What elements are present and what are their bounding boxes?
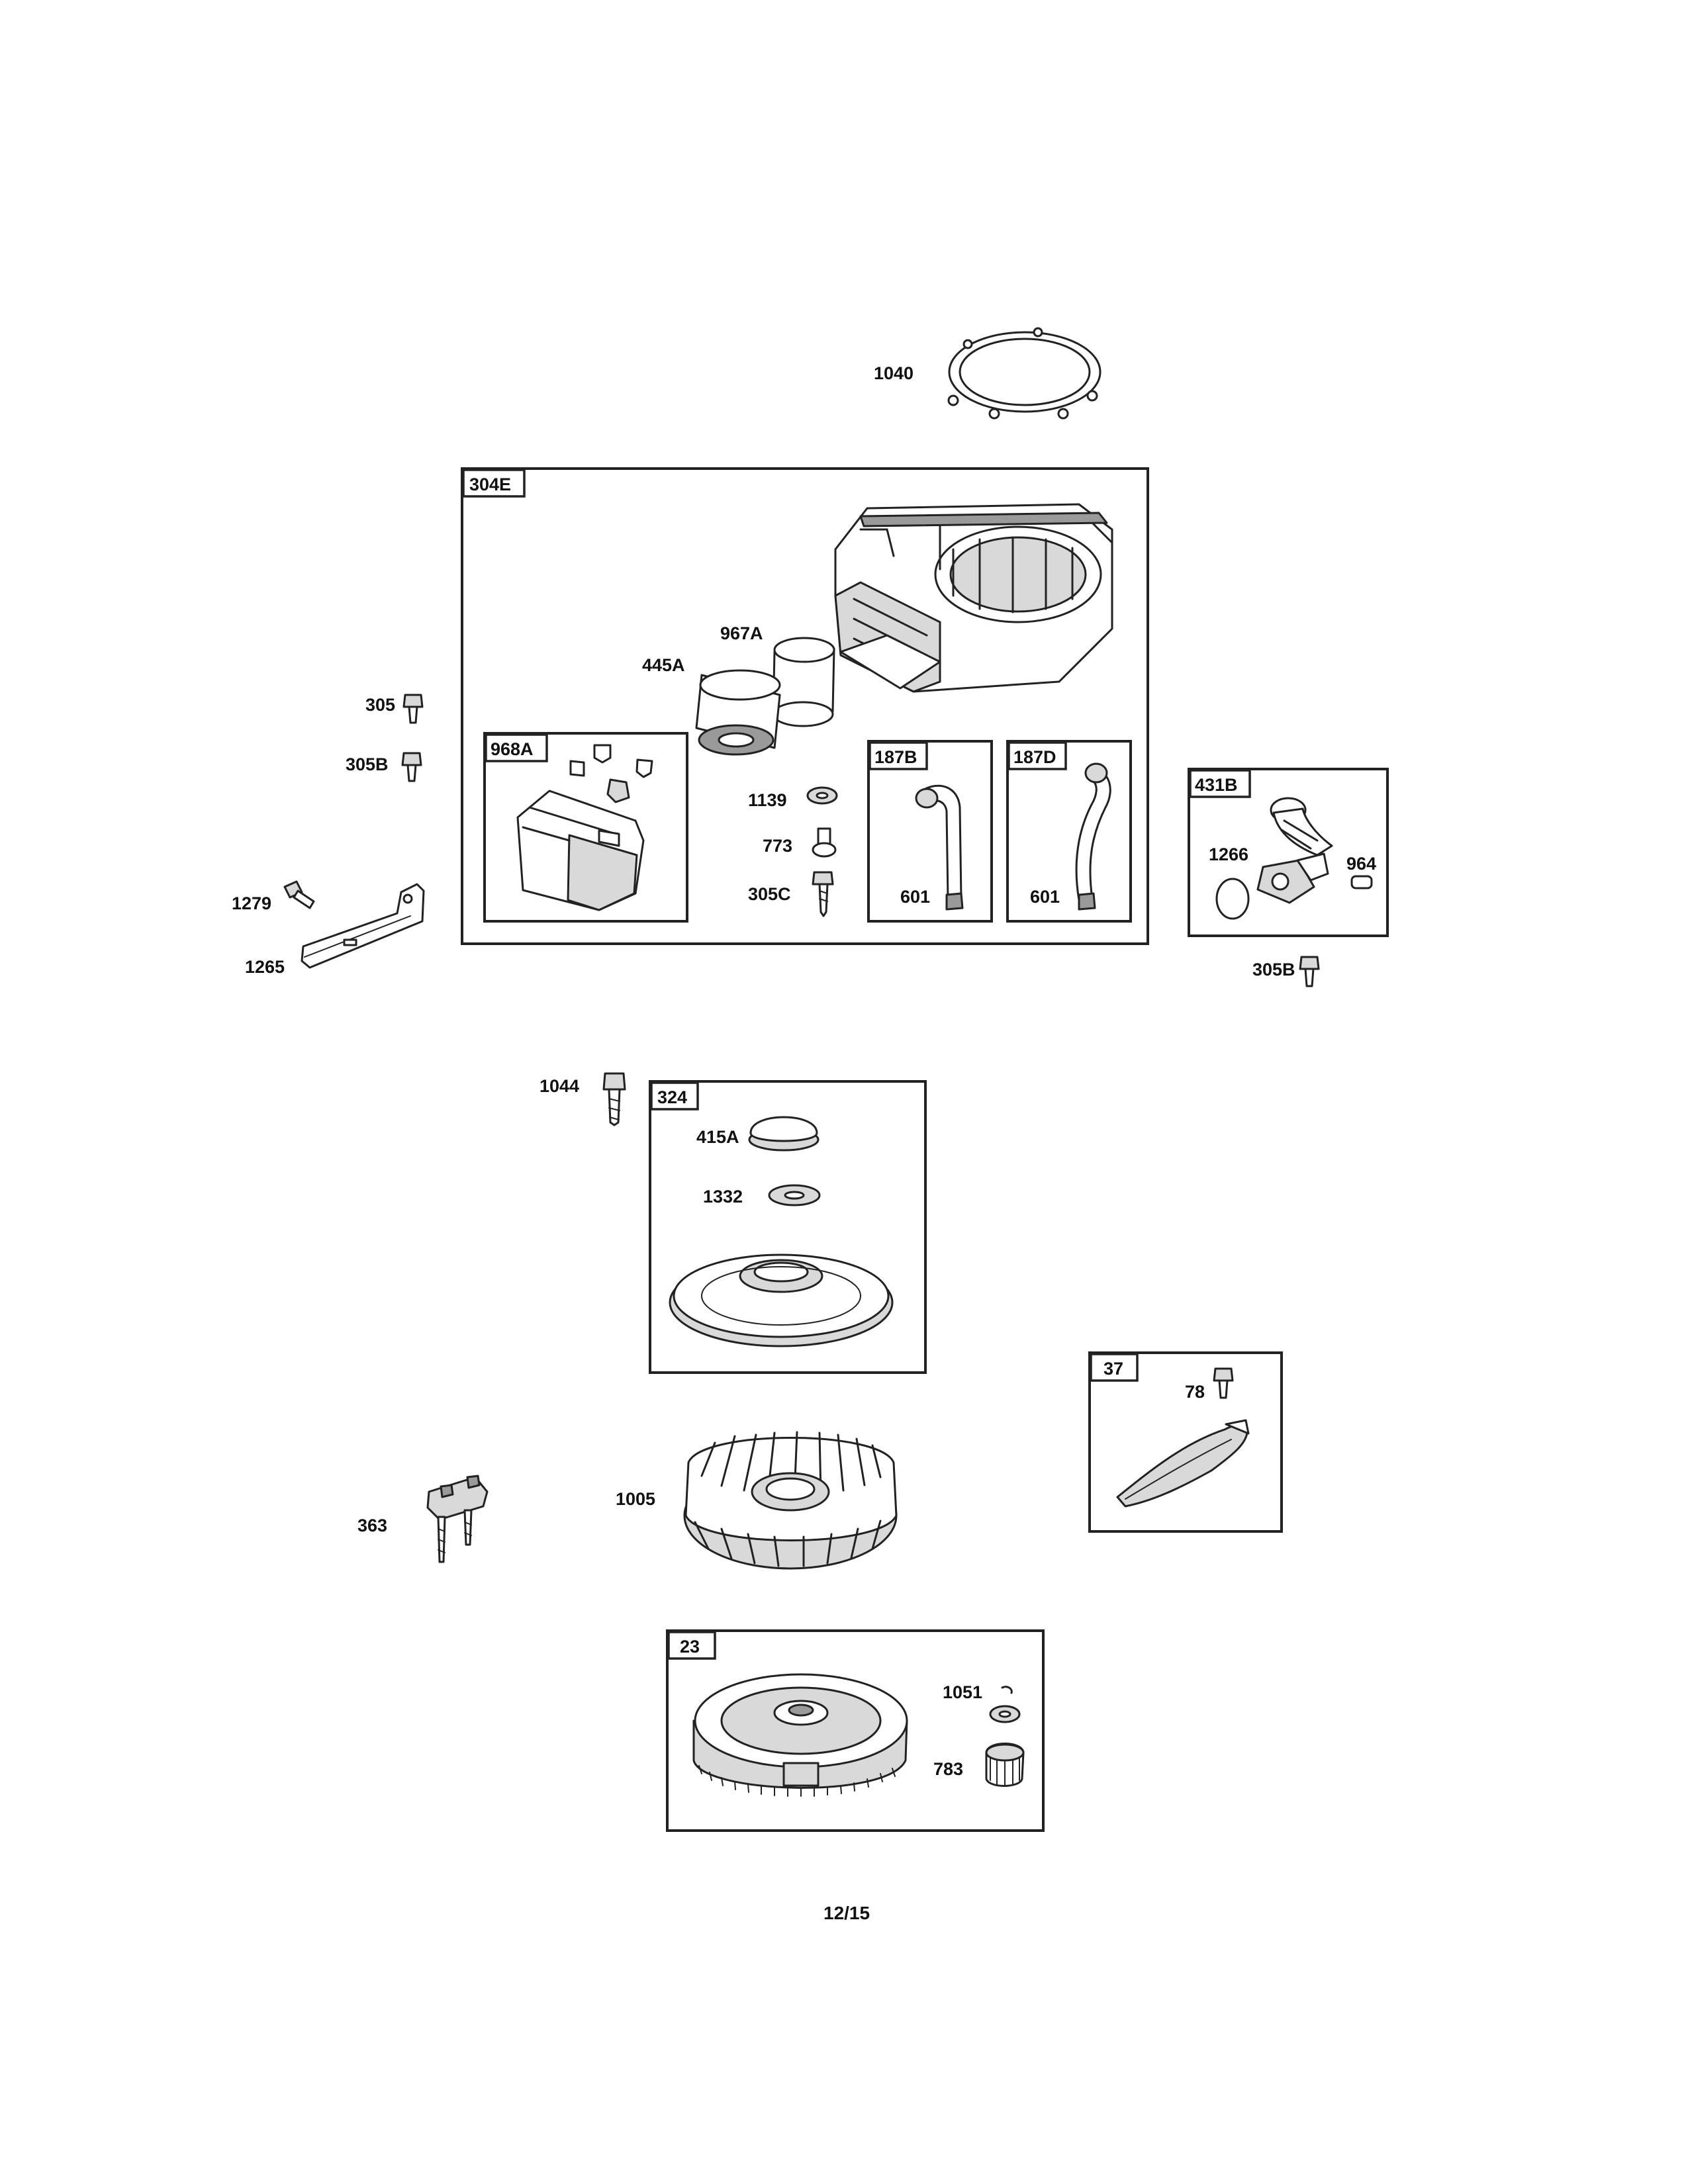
part-label-1279: 1279 xyxy=(232,893,271,913)
part-label-363: 363 xyxy=(357,1516,387,1535)
kit-box-304E xyxy=(461,467,1149,945)
kit-box-324 xyxy=(649,1080,927,1374)
part-label-1005: 1005 xyxy=(616,1489,655,1509)
flywheel-illustration xyxy=(692,1673,908,1797)
part-label-1051: 1051 xyxy=(943,1682,982,1702)
screw-305C-illustration xyxy=(812,871,834,917)
kit-tag-187B xyxy=(868,741,928,770)
screw-305B-right-illustration xyxy=(1299,956,1320,987)
air-guide-illustration xyxy=(1116,1419,1250,1508)
kit-tag-304E xyxy=(462,469,526,498)
kit-box-968A xyxy=(483,732,688,923)
part-label-773: 773 xyxy=(763,836,792,856)
kit-box-37 xyxy=(1088,1351,1283,1533)
screw-305B-left-illustration xyxy=(401,752,422,782)
air-filter-cover-illustration xyxy=(516,744,653,911)
kit-label-187B: 187B xyxy=(874,747,917,767)
kit-label-968A: 968A xyxy=(491,739,534,759)
kit-tag-968A xyxy=(485,733,548,762)
washer-1051-illustration xyxy=(989,1686,1021,1723)
gear-783-illustration xyxy=(985,1743,1025,1787)
kit-tag-324 xyxy=(650,1081,699,1111)
part-label-783: 783 xyxy=(933,1759,963,1779)
part-label-305C: 305C xyxy=(748,884,791,904)
bolt-1044-illustration xyxy=(602,1072,626,1126)
bracket-1265-illustration xyxy=(301,883,425,969)
part-label-415A: 415A xyxy=(696,1127,739,1147)
clamp-363-illustration xyxy=(426,1475,489,1563)
part-label-305B-left: 305B xyxy=(346,754,389,774)
part-label-1332: 1332 xyxy=(703,1187,743,1206)
kit-box-23 xyxy=(666,1629,1045,1832)
kit-label-23: 23 xyxy=(680,1637,700,1657)
breather-tube-187D-illustration xyxy=(1075,762,1111,911)
part-label-1265: 1265 xyxy=(245,957,285,977)
o-ring-1266-illustration xyxy=(1215,878,1250,920)
kit-tag-37 xyxy=(1090,1353,1139,1382)
kit-box-187D xyxy=(1006,740,1132,923)
part-label-445A: 445A xyxy=(642,655,685,675)
part-label-1139: 1139 xyxy=(748,790,787,810)
part-label-1040: 1040 xyxy=(874,363,914,383)
filter-445A-illustration xyxy=(695,669,781,756)
part-label-967A: 967A xyxy=(720,623,763,643)
washer-1332-illustration xyxy=(768,1184,821,1206)
part-label-305: 305 xyxy=(365,695,395,715)
part-label-1044: 1044 xyxy=(539,1076,579,1096)
cap-415A-illustration xyxy=(748,1116,820,1152)
kit-box-431B xyxy=(1188,768,1389,937)
kit-tag-431B xyxy=(1189,769,1251,798)
kit-label-37: 37 xyxy=(1103,1359,1123,1379)
kit-label-324: 324 xyxy=(657,1087,687,1107)
washer-1139-illustration xyxy=(806,786,838,805)
blower-housing-illustration xyxy=(834,503,1113,693)
part-label-1266: 1266 xyxy=(1209,844,1248,864)
part-label-601-d: 601 xyxy=(1030,887,1060,907)
filter-967A-illustration xyxy=(772,637,835,727)
fan-1005-illustration xyxy=(683,1431,898,1570)
rewind-cup-illustration xyxy=(669,1253,894,1347)
part-label-601-b: 601 xyxy=(900,887,930,907)
kit-tag-187D xyxy=(1008,741,1067,770)
kit-tag-23 xyxy=(667,1631,716,1660)
ring-gasket-illustration xyxy=(947,327,1102,420)
part-label-78: 78 xyxy=(1185,1382,1205,1402)
breather-tube-187B-illustration xyxy=(915,784,964,911)
kit-label-431B: 431B xyxy=(1195,775,1238,795)
intake-elbow-illustration xyxy=(1256,797,1333,904)
screw-305-illustration xyxy=(402,694,424,724)
screw-78-illustration xyxy=(1213,1367,1234,1399)
kit-label-304E: 304E xyxy=(469,475,511,494)
pin-773-illustration xyxy=(812,827,837,858)
page-number: 12/15 xyxy=(823,1903,870,1923)
bolt-1279-illustration xyxy=(283,880,315,909)
kit-label-187D: 187D xyxy=(1013,747,1056,767)
seal-964-illustration xyxy=(1350,875,1373,889)
kit-box-187B xyxy=(867,740,993,923)
part-label-305B-right: 305B xyxy=(1252,960,1295,979)
part-label-964: 964 xyxy=(1346,854,1376,874)
